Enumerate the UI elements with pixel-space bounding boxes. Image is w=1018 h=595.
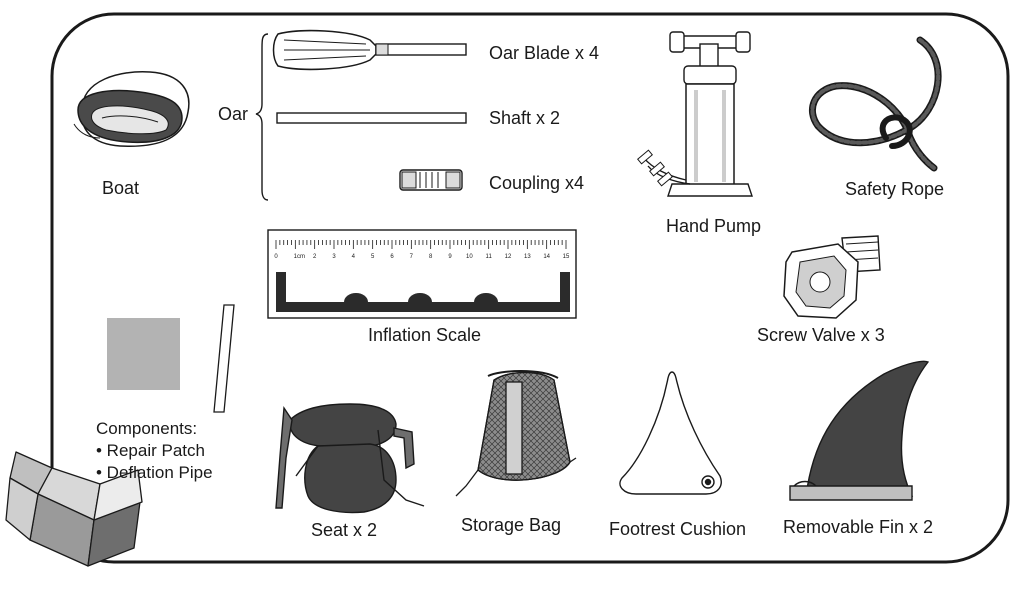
scale-tick-label: 12 (505, 254, 512, 260)
inflation-scale-label: Inflation Scale (368, 325, 482, 345)
hand-pump-illustration (637, 31, 753, 197)
oar-label: Oar (218, 104, 249, 124)
safety-rope-illustration (809, 36, 942, 172)
removable-fin-illustration (789, 360, 930, 501)
seat-label: Seat x 2 (311, 520, 378, 540)
scale-tick-label: 8 (429, 254, 433, 260)
scale-tick-label: 1cm (294, 254, 305, 260)
scale-tick-label: 2 (313, 254, 317, 260)
scale-tick-label: 5 (371, 254, 375, 260)
oar-blade-illustration (272, 29, 467, 71)
scale-tick-label: 4 (352, 254, 356, 260)
screw-valve-illustration (783, 235, 881, 319)
shaft-illustration (276, 112, 467, 124)
inflation-scale-illustration: 0 1cm 2 3 4 5 6 7 8 9 10 11 12 13 14 15 (267, 229, 577, 319)
scale-tick-label: 7 (410, 254, 414, 260)
footrest-cushion-label: Footrest Cushion (609, 519, 747, 539)
boat-label: Boat (102, 178, 140, 198)
scale-tick-label: 3 (332, 254, 336, 260)
repair-patch-label: • Repair Patch (96, 441, 205, 460)
storage-bag-illustration (455, 370, 577, 497)
scale-tick-label: 10 (466, 254, 473, 260)
scale-tick-label: 6 (390, 254, 394, 260)
scale-tick-label: 0 (274, 254, 278, 260)
coupling-label: Coupling x4 (489, 173, 585, 193)
deflation-pipe-label: • Deflation Pipe (96, 463, 213, 482)
scale-tick-label: 13 (524, 254, 531, 260)
screw-valve-label: Screw Valve x 3 (757, 325, 885, 345)
seat-illustration (275, 403, 425, 514)
deflation-pipe-illustration (213, 304, 235, 413)
scale-tick-label: 9 (448, 254, 452, 260)
removable-fin-label: Removable Fin x 2 (783, 517, 934, 537)
scale-tick-marks: 0 1cm 2 3 4 5 6 7 8 9 10 11 12 13 14 15 (274, 240, 570, 260)
footrest-cushion-illustration (619, 371, 722, 495)
safety-rope-label: Safety Rope (845, 179, 945, 199)
box-illustration (5, 451, 143, 567)
repair-patch-illustration (107, 318, 180, 390)
storage-bag-label: Storage Bag (461, 515, 562, 535)
oar-brace (255, 33, 269, 201)
shaft-label: Shaft x 2 (489, 108, 561, 128)
frame-border (50, 12, 1010, 564)
scale-tick-label: 11 (486, 254, 493, 260)
scale-tick-label: 14 (543, 254, 550, 260)
hand-pump-label: Hand Pump (666, 216, 762, 236)
components-heading: Components: (96, 419, 198, 438)
coupling-illustration (399, 169, 463, 191)
scale-tick-label: 15 (563, 254, 570, 260)
oar-blade-label: Oar Blade x 4 (489, 43, 600, 63)
boat-illustration (73, 71, 190, 147)
